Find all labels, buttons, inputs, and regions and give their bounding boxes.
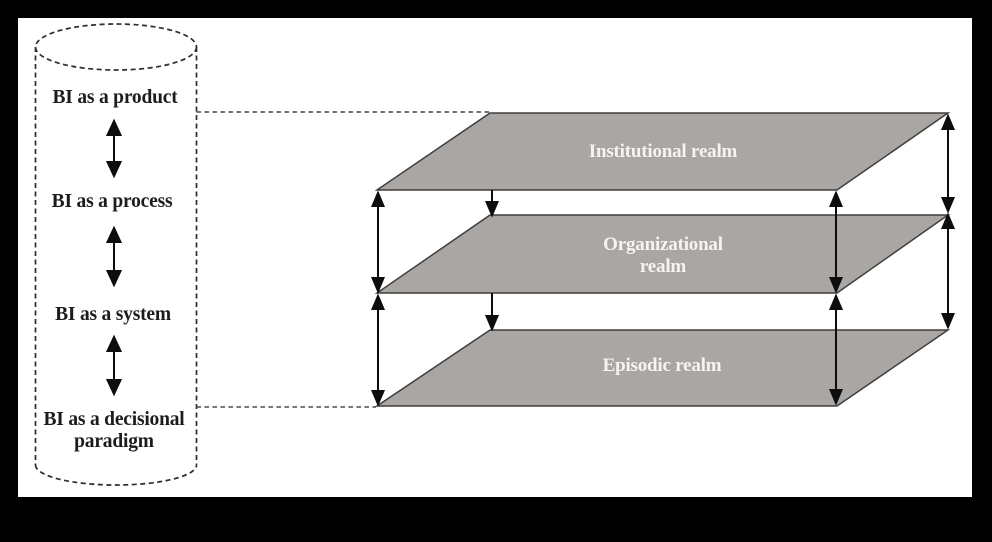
down-arrow-gap2-icon [484,293,500,332]
down-arrow-gap1-icon [484,190,500,218]
cylinder-double-arrow-1-icon [105,118,123,179]
cylinder-bottom-arc [34,464,198,486]
cylinder-outline [34,23,198,486]
cylinder-label-decisional-paradigm: BI as a decisional paradigm [43,409,185,452]
plane-institutional-realm [374,112,951,191]
mid-double-arrow-gap1-icon [828,190,844,294]
plane-episodic-realm [374,329,951,407]
left-double-arrow-gap1-icon [370,190,386,294]
right-double-arrow-gap1-icon [940,113,956,214]
cylinder-label-system: BI as a system [55,304,171,325]
cylinder-double-arrow-3-icon [105,334,123,397]
cylinder-double-arrow-2-icon [105,225,123,288]
dashed-connectors [196,111,489,408]
mid-double-arrow-gap2-icon [828,293,844,406]
cylinder-label-product: BI as a product [52,87,178,108]
plane-label-episodic-realm: Episodic realm [602,355,722,376]
plane-label-institutional-realm: Institutional realm [588,141,738,162]
left-double-arrow-gap2-icon [370,293,386,407]
cylinder-top-ellipse [34,23,198,71]
cylinder-label-process: BI as a process [51,191,173,212]
plane-label-organizational-realm: Organizational realm [603,234,723,277]
right-double-arrow-gap2-icon [940,212,956,330]
